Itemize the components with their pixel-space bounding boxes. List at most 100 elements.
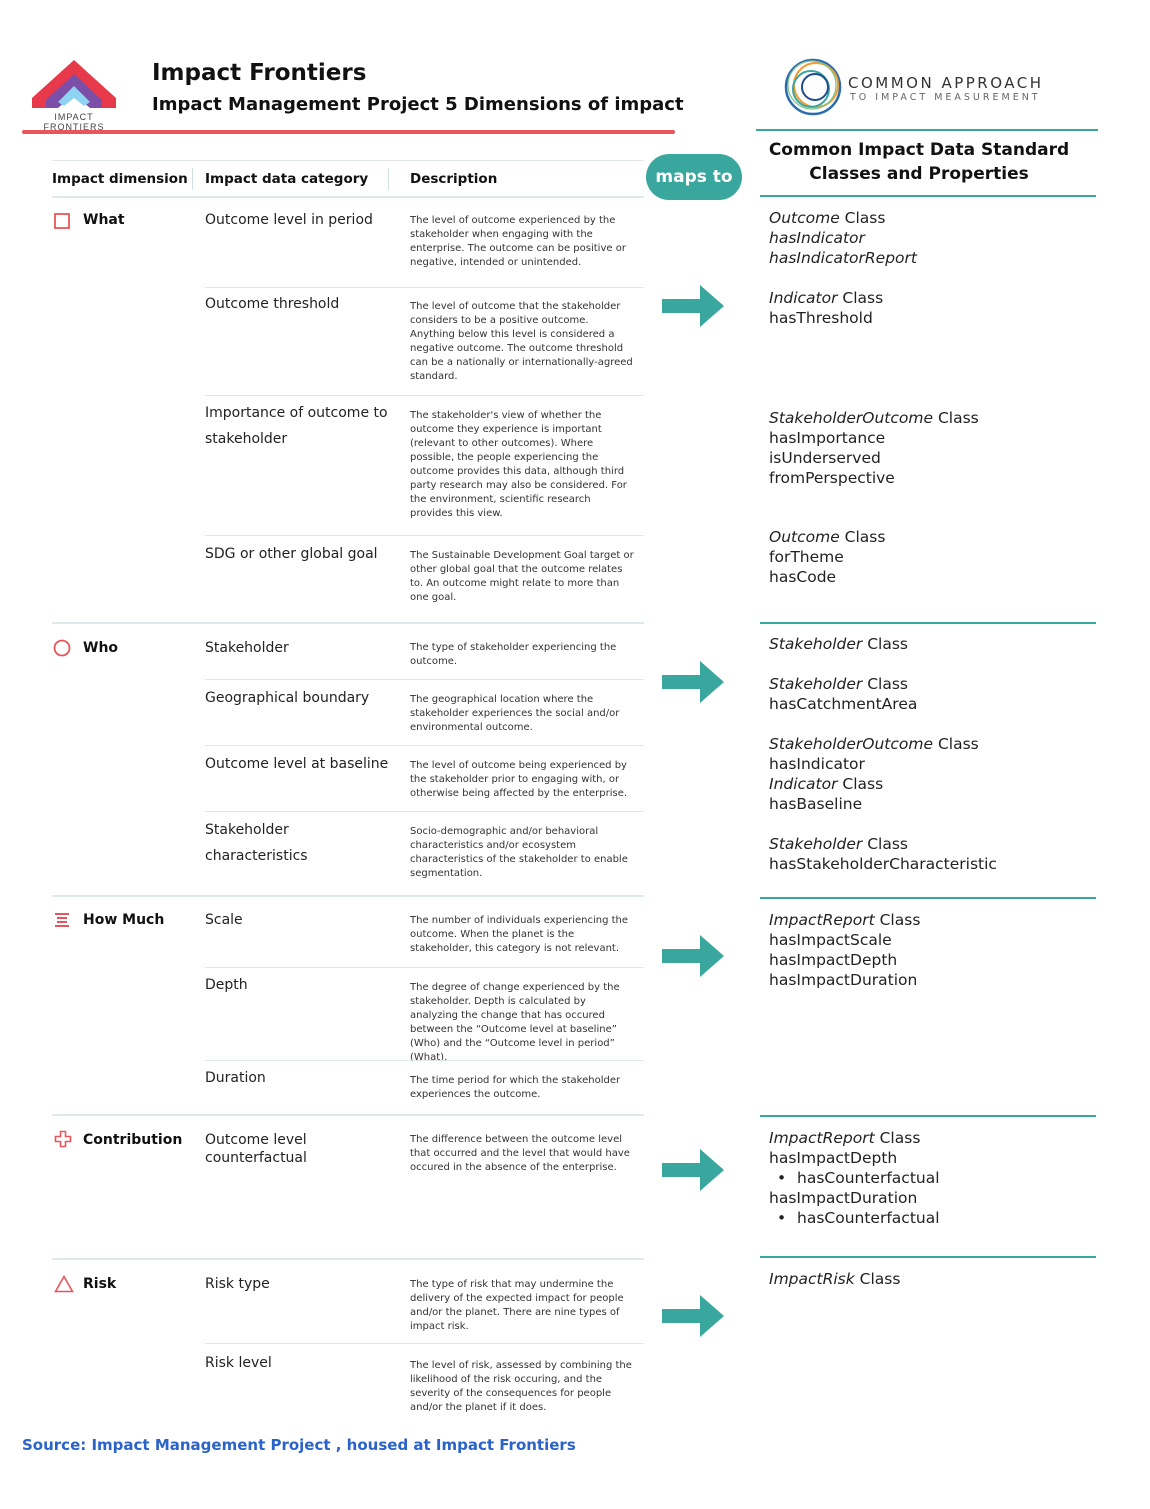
class-word: Class [862,675,909,693]
dimension-what: What [83,212,125,228]
category-importance-of-outcome: Importance of outcome to stakeholder [205,405,388,447]
column-header-category: Impact data category [205,171,369,187]
mapping-impact-report-class: ImpactReport Class hasImpactScale hasImp… [769,910,1099,990]
property: hasImportance [769,429,886,447]
category-duration: Duration [205,1070,266,1086]
class-word: Class [933,409,979,427]
class-word: Class [874,1129,921,1147]
row-divider [205,811,644,812]
category-outcome-level-in-period: Outcome level in period [205,212,373,228]
description-risk-level: The level of risk, assessed by combining… [410,1360,632,1413]
mapping-impact-report-counterfactual: ImpactReport Class hasImpactDepth hasCou… [769,1128,1099,1228]
mapping-impact-risk-class: ImpactRisk Class [769,1269,1099,1289]
property: hasThreshold [769,309,873,327]
mapping-stakeholder-characteristic-class: Stakeholder Class hasStakeholderCharacte… [769,834,1099,874]
row-divider [205,395,644,396]
common-approach-tagline: TO IMPACT MEASUREMENT [850,92,1041,103]
sub-property: hasCounterfactual [769,1208,1099,1228]
class-name: StakeholderOutcome [769,409,934,427]
property: forTheme [769,548,844,566]
class-name: ImpactReport [769,1129,875,1147]
mapping-stakeholder-outcome-class: StakeholderOutcome Class hasImportance i… [769,408,1099,488]
description-scale: The number of individuals experiencing t… [410,915,629,954]
class-name: Outcome [769,209,840,227]
description-stakeholder: The type of stakeholder experiencing the… [410,642,617,667]
row-divider [205,1060,644,1061]
row-divider [205,287,644,288]
bars-icon [55,913,69,927]
class-name: Stakeholder [769,675,863,693]
row-divider [205,1343,644,1344]
mapping-indicator-class: Indicator Class hasThreshold [769,288,1099,328]
dimension-risk: Risk [83,1276,117,1292]
property: hasImpactDepth [769,951,898,969]
column-header-dimension: Impact dimension [52,171,188,187]
standard-top-rule [756,129,1098,131]
table-top-rule [52,160,644,161]
class-word: Class [874,911,921,929]
class-name: Stakeholder [769,635,863,653]
property: isUnderserved [769,449,881,467]
description-outcome-level-at-baseline: The level of outcome being experienced b… [410,760,628,799]
property: hasIndicator [769,755,865,773]
class-word: Class [854,1270,901,1288]
common-approach-name: COMMON APPROACH [848,74,1044,92]
description-geographical-boundary: The geographical location where the stak… [410,694,620,733]
description-outcome-threshold: The level of outcome that the stakeholde… [410,301,633,382]
standard-header-rule [760,195,1096,197]
class-name: StakeholderOutcome [769,735,934,753]
row-divider [205,535,644,536]
row-divider [205,967,644,968]
maps-to-badge: maps to [646,154,742,200]
class-name: Stakeholder [769,835,863,853]
property: hasImpactDepth [769,1149,898,1167]
class-name: ImpactReport [769,911,875,929]
column-separator [192,168,193,190]
class-name: Outcome [769,528,840,546]
mapping-stakeholder-class: Stakeholder Class [769,634,1099,654]
description-risk-type: The type of risk that may undermine the … [410,1279,624,1332]
mapping-divider [760,1256,1096,1258]
row-divider [205,679,644,680]
section-divider [52,622,644,624]
section-divider [52,1114,644,1116]
category-risk-level: Risk level [205,1355,272,1371]
section-divider [52,895,644,897]
class-word: Class [933,735,979,753]
property: hasImpactDuration [769,1189,918,1207]
category-depth: Depth [205,977,248,993]
triangle-icon [54,1275,74,1293]
column-header-description: Description [410,171,498,187]
class-word: Class [839,209,886,227]
description-sdg-goal: The Sustainable Development Goal target … [410,550,634,603]
arrow-right-icon [662,1295,724,1337]
description-duration: The time period for which the stakeholde… [410,1075,621,1100]
square-icon [54,213,70,229]
source-note: Source: Impact Management Project , hous… [22,1436,576,1454]
category-outcome-level-at-baseline: Outcome level at baseline [205,756,389,772]
page-subtitle: Impact Management Project 5 Dimensions o… [152,94,684,115]
row-divider [205,745,644,746]
mapping-divider [760,622,1096,624]
class-name: Indicator [769,775,838,793]
property: fromPerspective [769,469,895,487]
circle-icon [53,639,71,657]
class-word: Class [862,635,909,653]
category-geographical-boundary: Geographical boundary [205,690,370,706]
category-stakeholder: Stakeholder [205,640,289,656]
mapping-divider [760,1115,1096,1117]
description-outcome-level-counterfactual: The difference between the outcome level… [410,1134,630,1173]
standard-heading: Common Impact Data Standard Classes and … [760,138,1078,186]
arrow-right-icon [662,1149,724,1191]
description-importance-of-outcome: The stakeholder's view of whether the ou… [410,410,627,519]
class-word: Class [837,775,884,793]
class-name: ImpactRisk [769,1270,855,1288]
class-name: Indicator [769,289,838,307]
description-depth: The degree of change experienced by the … [410,982,620,1063]
property: hasStakeholderCharacteristic [769,855,997,873]
category-sdg-goal: SDG or other global goal [205,546,378,562]
logo-caption: IMPACT FRONTIERS [43,112,105,132]
category-risk-type: Risk type [205,1276,270,1292]
category-outcome-threshold: Outcome threshold [205,296,340,312]
mapping-divider [760,897,1096,899]
